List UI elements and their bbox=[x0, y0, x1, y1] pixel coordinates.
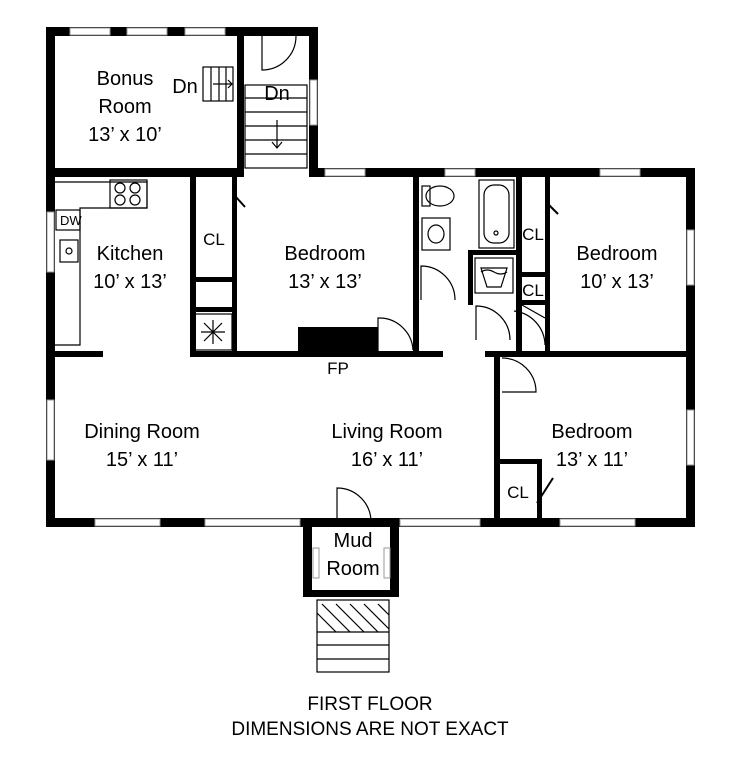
bonus-room-size: 13’ x 10’ bbox=[88, 124, 162, 146]
interior-walls bbox=[46, 36, 695, 597]
mud-room-line1: Mud bbox=[334, 530, 373, 552]
kitchen-name: Kitchen bbox=[97, 243, 164, 265]
doors bbox=[235, 35, 559, 579]
cl-lower-label: CL bbox=[507, 483, 529, 502]
snowflake-icon bbox=[193, 313, 233, 351]
mud-room-line2: Room bbox=[326, 558, 379, 580]
footer-title: FIRST FLOOR bbox=[307, 694, 432, 715]
bedroom-center-name: Bedroom bbox=[284, 243, 365, 265]
cl-center-label: CL bbox=[203, 230, 225, 249]
windows bbox=[46, 27, 695, 527]
dining-room-name: Dining Room bbox=[84, 421, 200, 443]
bedroom-lower-name: Bedroom bbox=[551, 421, 632, 443]
cl-right-upper-label: CL bbox=[522, 225, 544, 244]
bonus-room-line1: Bonus bbox=[97, 68, 154, 90]
kitchen-size: 10’ x 13’ bbox=[93, 271, 167, 293]
bedroom-lower-size: 13’ x 11’ bbox=[556, 449, 628, 471]
footer: FIRST FLOOR DIMENSIONS ARE NOT EXACT bbox=[231, 694, 509, 740]
dw-label: DW bbox=[60, 213, 82, 228]
fp-label: FP bbox=[327, 359, 349, 378]
living-room-size: 16’ x 11’ bbox=[351, 449, 423, 471]
bath-fixtures bbox=[421, 179, 515, 294]
living-room-name: Living Room bbox=[331, 421, 442, 443]
room-labels: Bonus Room 13’ x 10’ Dn Dn Kitchen 10’ x… bbox=[60, 68, 658, 580]
bedroom-right-size: 10’ x 13’ bbox=[580, 271, 654, 293]
kitchen-fixtures bbox=[55, 179, 148, 346]
bedroom-right-name: Bedroom bbox=[576, 243, 657, 265]
footer-note: DIMENSIONS ARE NOT EXACT bbox=[231, 719, 509, 740]
bedroom-center-size: 13’ x 13’ bbox=[288, 271, 362, 293]
dn-bonus-label: Dn bbox=[172, 76, 198, 98]
bonus-room-line2: Room bbox=[98, 96, 151, 118]
entry-steps bbox=[316, 599, 390, 673]
dn-stair-label: Dn bbox=[264, 83, 290, 105]
cl-right-small-label: CL bbox=[522, 281, 544, 300]
dining-room-size: 15’ x 11’ bbox=[106, 449, 178, 471]
stairs bbox=[202, 66, 308, 169]
